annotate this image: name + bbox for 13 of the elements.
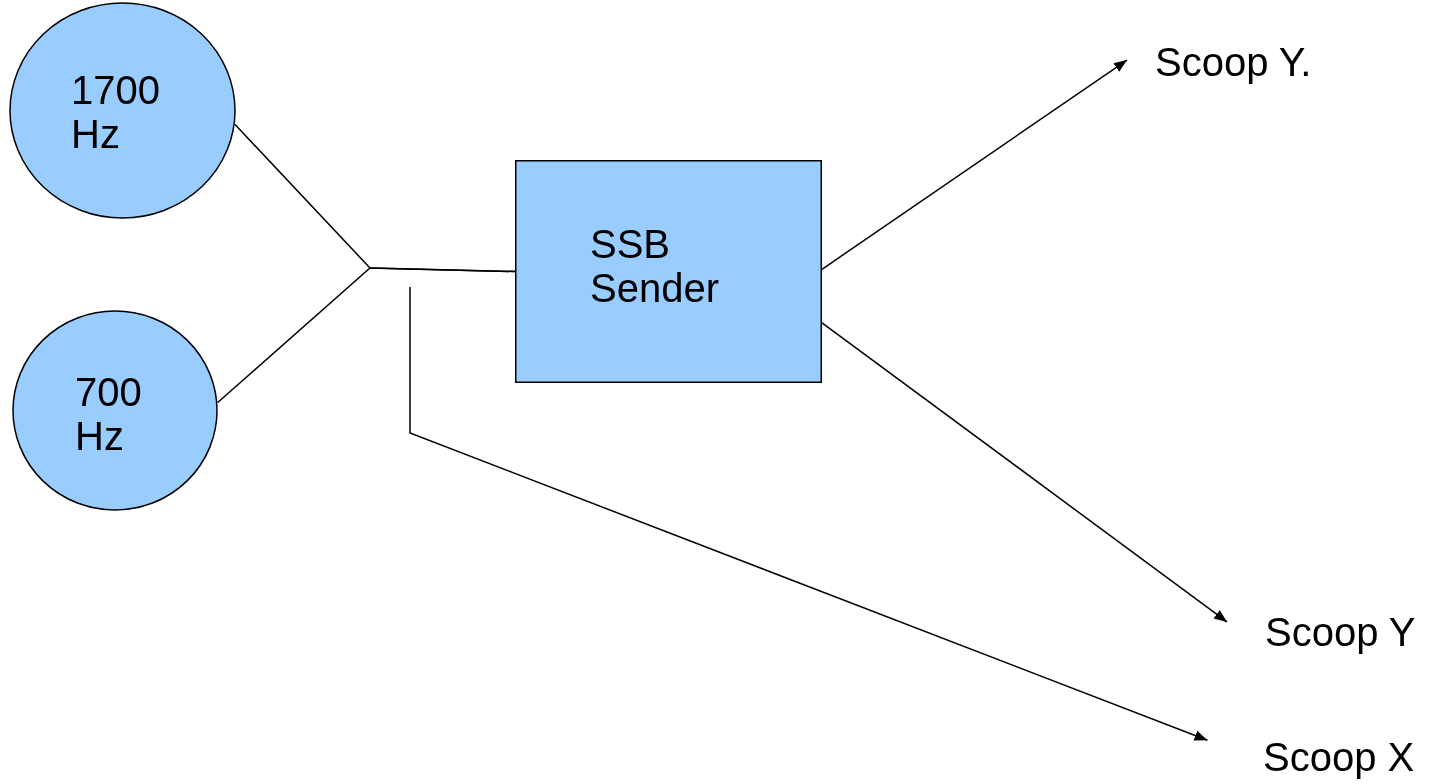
process-box xyxy=(515,160,822,383)
output-label: Scoop Y xyxy=(1265,608,1450,656)
connector-line xyxy=(821,59,1128,270)
output-label: Scoop X xyxy=(1263,733,1448,781)
output-label: Scoop Y. xyxy=(1155,38,1355,86)
circle-node xyxy=(12,310,218,511)
node-label: 700 Hz xyxy=(75,370,143,458)
node-label: SSB Sender xyxy=(590,222,720,310)
node-label: 1700 Hz xyxy=(71,68,161,156)
circle-node xyxy=(9,2,236,219)
connector-line xyxy=(409,286,1209,741)
connector-line xyxy=(216,267,516,404)
connector-line xyxy=(821,322,1228,623)
